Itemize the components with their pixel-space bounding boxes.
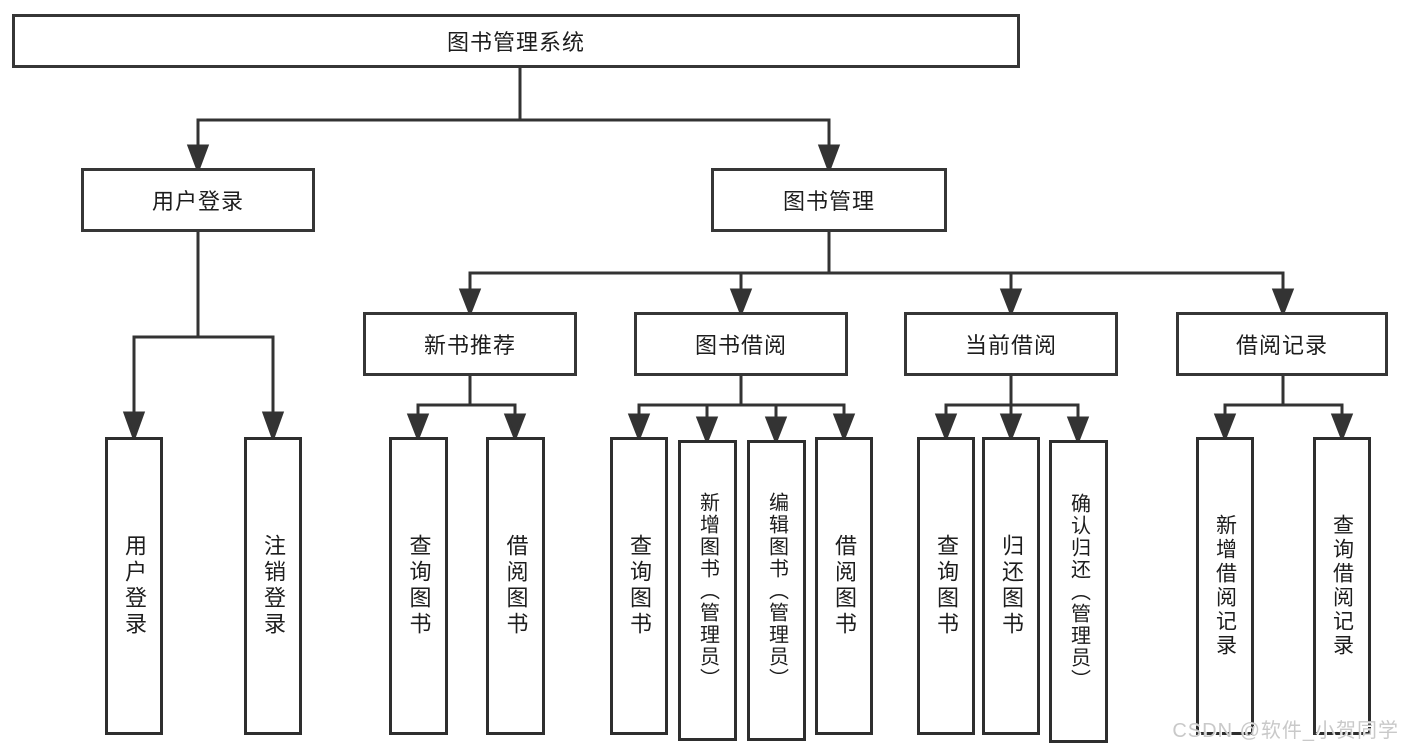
node-label: 借阅记录 bbox=[1235, 333, 1328, 358]
leaf-query-books-recommend: 查询图书 bbox=[389, 437, 448, 735]
node-current-borrow: 当前借阅 bbox=[904, 312, 1118, 376]
csdn-watermark: CSDN @软件_小贺同学 bbox=[1172, 720, 1399, 742]
leaf-add-borrow-record: 新增借阅记录 bbox=[1196, 437, 1254, 735]
node-label: 用户登录 bbox=[151, 189, 244, 214]
node-label: 借阅图书 bbox=[832, 534, 857, 638]
leaf-borrow-books: 借阅图书 bbox=[815, 437, 873, 735]
node-label: 查询图书 bbox=[934, 534, 959, 638]
leaf-query-books-current: 查询图书 bbox=[917, 437, 975, 735]
leaf-logout: 注销登录 bbox=[244, 437, 302, 735]
leaf-add-book-admin: 新增图书（管理员） bbox=[678, 440, 737, 741]
node-label: 编辑图书（管理员） bbox=[765, 491, 788, 690]
node-new-book-recommend: 新书推荐 bbox=[363, 312, 577, 376]
node-label: 查询图书 bbox=[627, 534, 652, 638]
node-label: 确认归还（管理员） bbox=[1067, 492, 1090, 691]
leaf-confirm-return-admin: 确认归还（管理员） bbox=[1049, 440, 1108, 743]
node-label: 新增图书（管理员） bbox=[696, 491, 719, 690]
node-book-management-group: 图书管理 bbox=[711, 168, 947, 232]
node-book-borrow: 图书借阅 bbox=[634, 312, 848, 376]
node-label: 新增借阅记录 bbox=[1213, 514, 1237, 658]
node-label: 借阅图书 bbox=[503, 534, 529, 638]
node-borrow-records: 借阅记录 bbox=[1176, 312, 1388, 376]
node-label: 图书借阅 bbox=[694, 333, 787, 358]
leaf-edit-book-admin: 编辑图书（管理员） bbox=[747, 440, 806, 741]
leaf-borrow-books-recommend: 借阅图书 bbox=[486, 437, 545, 735]
node-system-root: 图书管理系统 bbox=[12, 14, 1020, 68]
leaf-return-books: 归还图书 bbox=[982, 437, 1040, 735]
leaf-query-borrow-record: 查询借阅记录 bbox=[1313, 437, 1371, 735]
node-label: 图书管理 bbox=[782, 189, 875, 214]
node-label: 归还图书 bbox=[999, 534, 1024, 638]
node-label: 查询借阅记录 bbox=[1330, 514, 1354, 658]
node-label: 图书管理系统 bbox=[446, 30, 585, 55]
leaf-user-login: 用户登录 bbox=[105, 437, 163, 735]
node-label: 注销登录 bbox=[261, 534, 286, 638]
leaf-query-books-borrow: 查询图书 bbox=[610, 437, 668, 735]
node-label: 新书推荐 bbox=[423, 333, 516, 358]
node-label: 当前借阅 bbox=[964, 333, 1057, 358]
connector-group bbox=[122, 66, 1354, 446]
node-label: 查询图书 bbox=[406, 534, 432, 638]
node-user-login-group: 用户登录 bbox=[81, 168, 315, 232]
node-label: 用户登录 bbox=[122, 534, 147, 638]
